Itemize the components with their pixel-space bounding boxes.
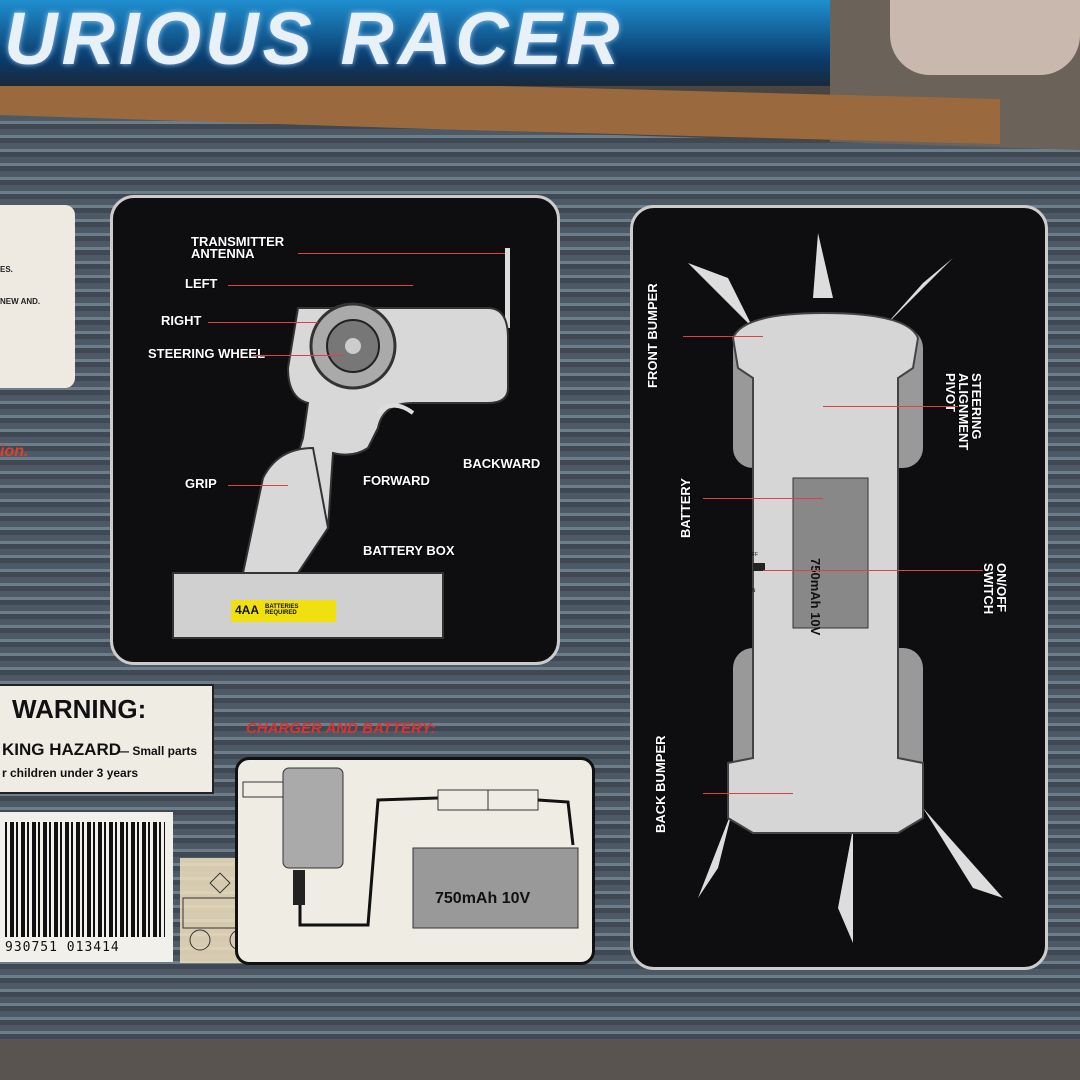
transmitter-diagram: TRANSMITTER ANTENNA LEFT RIGHT STEERING … [110,195,560,665]
label-forward: FORWARD [363,473,430,488]
label-left: LEFT [185,276,218,291]
label-back-bumper: BACK BUMPER [653,735,668,834]
warning-age: r children under 3 years [2,766,139,780]
info-line: ES. [0,265,13,274]
transmitter-illustration [172,248,510,639]
battery-required-text: BATTERIES REQUIRED [265,604,299,616]
red-caption: ion. [0,443,29,460]
label-right: RIGHT [161,313,202,328]
product-banner: URIOUS RACER [0,0,830,86]
chassis-illustration [688,233,1003,943]
charger-diagram: 750mAh 10V [235,757,595,965]
label-battery: BATTERY [678,478,693,538]
switch-on-label: ON [748,588,756,594]
floor [0,1040,1080,1080]
label-grip: GRIP [185,476,217,491]
warning-small-parts: — Small parts [117,744,198,758]
charger-battery-text: 750mAh 10V [435,890,531,907]
warning-label: WARNING: KING HAZARD — Small parts r chi… [0,684,214,794]
label-battery-box: BATTERY BOX [363,543,455,558]
warning-hazard: KING HAZARD [2,740,121,759]
switch-off-label: OFF [748,552,758,558]
barcode: 930751 013414 [0,812,173,962]
barcode-number: 930751 013414 [5,940,120,955]
label-front-bumper: FRONT BUMPER [645,283,660,388]
info-line: NEW AND. [0,297,41,306]
label-steering-wheel: STEERING WHEEL [148,346,266,361]
label-on-off-switch: ON/OFF SWITCH [981,563,1009,615]
label-antenna: TRANSMITTER ANTENNA [191,234,285,261]
label-backward: BACKWARD [463,456,541,471]
battery-count: 4AA [235,603,260,617]
info-card: ES. NEW AND. [0,205,75,388]
charger-title: CHARGER AND BATTERY: [246,720,436,737]
fabric-item [890,0,1080,75]
banner-title: URIOUS RACER [4,0,624,80]
warning-title: WARNING: [12,694,147,724]
label-steering-pivot: STEERING ALIGNMENT PIVOT [943,373,984,451]
charger-illustration [242,767,579,929]
car-chassis-diagram: 750mAh 10V OFF ON FRONT BUMPER BATTERY B… [630,205,1048,970]
